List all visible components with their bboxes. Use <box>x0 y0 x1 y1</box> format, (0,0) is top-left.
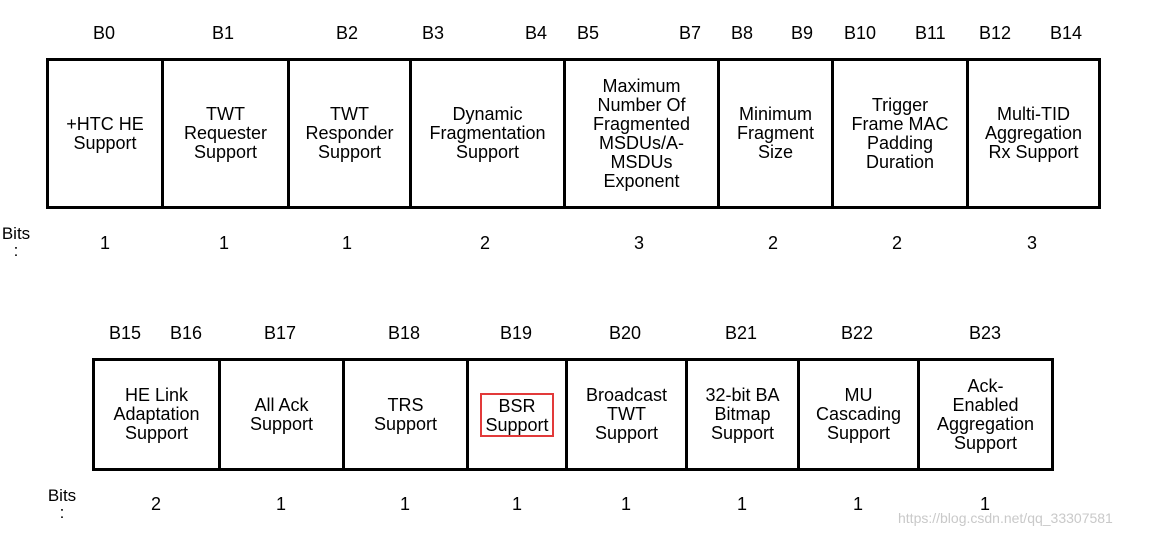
bit-label-b1: B1 <box>212 23 235 43</box>
watermark: https://blog.csdn.net/qq_33307581 <box>898 510 1113 526</box>
bit-label-b7: B7 <box>679 23 702 43</box>
bit-label-b18: B18 <box>388 323 421 343</box>
bits-word: Bits <box>47 486 77 505</box>
bit-label-b5: B5 <box>577 23 600 43</box>
he-capabilities-table-1: +HTC HE Support TWT Requester Support TW… <box>46 58 1101 209</box>
bits-value: 1 <box>342 233 353 253</box>
bits-value: 1 <box>276 494 287 514</box>
he-capabilities-table-2: HE Link Adaptation Support All Ack Suppo… <box>92 358 1054 471</box>
bit-label-b20: B20 <box>609 323 642 343</box>
bit-label-b23: B23 <box>969 323 1002 343</box>
bit-label-b3: B3 <box>422 23 445 43</box>
bits-value: 2 <box>768 233 779 253</box>
field-label: TRS Support <box>373 394 438 434</box>
bit-label-b8: B8 <box>731 23 754 43</box>
field-label: TWT Requester Support <box>183 104 268 162</box>
bits-value: 1 <box>737 494 748 514</box>
field-broadcast-twt-support: Broadcast TWT Support <box>568 361 688 468</box>
bit-label-b22: B22 <box>841 323 874 343</box>
field-label: Dynamic Fragmentation Support <box>429 104 546 162</box>
bit-label-b2: B2 <box>336 23 359 43</box>
field-he-link-adaptation-support: HE Link Adaptation Support <box>95 361 221 468</box>
field-twt-responder-support: TWT Responder Support <box>290 61 412 206</box>
field-htc-he-support: +HTC HE Support <box>49 61 164 206</box>
bits-value: 1 <box>400 494 411 514</box>
field-label: Minimum Fragment Size <box>736 104 815 162</box>
field-dynamic-fragmentation-support: Dynamic Fragmentation Support <box>412 61 566 206</box>
bits-value: 1 <box>512 494 523 514</box>
bits-value: 1 <box>621 494 632 514</box>
field-all-ack-support: All Ack Support <box>221 361 345 468</box>
bit-label-b15: B15 <box>109 323 142 343</box>
bits-word: Bits <box>1 224 31 243</box>
field-label: Trigger Frame MAC Padding Duration <box>851 94 949 172</box>
bit-label-b12: B12 <box>979 23 1012 43</box>
field-trs-support: TRS Support <box>345 361 469 468</box>
bit-label-b16: B16 <box>170 323 203 343</box>
field-32-bit-ba-bitmap-support: 32-bit BA Bitmap Support <box>688 361 800 468</box>
bit-label-b17: B17 <box>264 323 297 343</box>
bit-label-b9: B9 <box>791 23 814 43</box>
field-minimum-fragment-size: Minimum Fragment Size <box>720 61 834 206</box>
field-bsr-support: BSR Support <box>469 361 568 468</box>
bits-label-2: Bits : <box>44 487 80 521</box>
field-label: All Ack Support <box>249 394 314 434</box>
bit-label-b4: B4 <box>525 23 548 43</box>
bits-value: 2 <box>892 233 903 253</box>
bits-label-1: Bits : <box>0 225 32 259</box>
field-label: Broadcast TWT Support <box>585 385 668 443</box>
field-mu-cascading-support: MU Cascading Support <box>800 361 920 468</box>
field-label: +HTC HE Support <box>66 113 144 153</box>
bsr-highlight-box: BSR Support <box>480 392 554 437</box>
bits-value: 3 <box>634 233 645 253</box>
bits-value: 1 <box>980 494 991 514</box>
bit-label-b11: B11 <box>915 23 946 43</box>
field-label: Ack- Enabled Aggregation Support <box>936 375 1035 453</box>
bits-colon: : <box>59 503 65 522</box>
bits-value: 2 <box>480 233 491 253</box>
bits-value: 1 <box>853 494 864 514</box>
field-label: MU Cascading Support <box>815 385 902 443</box>
bits-colon: : <box>13 241 19 260</box>
bits-value: 1 <box>100 233 111 253</box>
bits-value: 1 <box>219 233 230 253</box>
field-label: HE Link Adaptation Support <box>113 385 200 443</box>
field-trigger-frame-mac-padding-duration: Trigger Frame MAC Padding Duration <box>834 61 969 206</box>
bit-label-b0: B0 <box>93 23 116 43</box>
field-multi-tid-aggregation-rx-support: Multi-TID Aggregation Rx Support <box>969 61 1098 206</box>
bit-label-b19: B19 <box>500 323 533 343</box>
bits-value: 2 <box>151 494 162 514</box>
field-label: 32-bit BA Bitmap Support <box>705 385 780 443</box>
bit-label-b14: B14 <box>1050 23 1083 43</box>
bits-value: 3 <box>1027 233 1038 253</box>
field-twt-requester-support: TWT Requester Support <box>164 61 290 206</box>
field-label: TWT Responder Support <box>305 104 394 162</box>
bit-label-b10: B10 <box>844 23 877 43</box>
field-ack-enabled-aggregation-support: Ack- Enabled Aggregation Support <box>920 361 1051 468</box>
field-label: Multi-TID Aggregation Rx Support <box>984 104 1083 162</box>
field-label: Maximum Number Of Fragmented MSDUs/A- MS… <box>592 75 691 191</box>
field-max-fragmented-msdus-exponent: Maximum Number Of Fragmented MSDUs/A- MS… <box>566 61 720 206</box>
bit-label-b21: B21 <box>725 323 758 343</box>
